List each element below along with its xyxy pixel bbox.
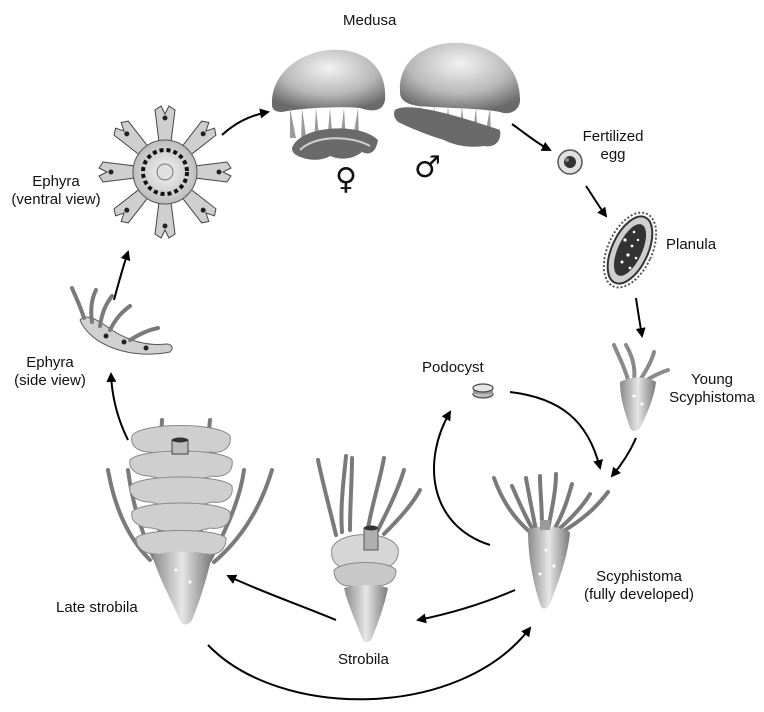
label-fertilized-egg-line2: egg [600, 146, 626, 163]
arrow-scyphistoma-to-strobila [416, 589, 516, 624]
ephyra-ventral-illustration [98, 105, 232, 239]
arrow-podocyst-to-scyphistoma [509, 391, 603, 470]
label-medusa: Medusa [343, 12, 397, 29]
label-ephyra-side-line1: Ephyra [26, 354, 74, 371]
label-podocyst: Podocyst [422, 359, 484, 376]
label-late-strobila: Late strobila [56, 599, 138, 616]
label-scyphistoma-line2: (fully developed) [583, 586, 695, 603]
strobila-illustration [316, 454, 422, 643]
podocyst-illustration [472, 383, 494, 399]
label-fertilized-egg: Fertilized egg [578, 128, 648, 164]
arrow-medusa-to-egg [511, 123, 552, 151]
arrow-ephyra-to-medusa [221, 108, 270, 136]
label-scyphistoma-line1: Scyphistoma [596, 568, 682, 585]
arrow-egg-to-planula [585, 185, 608, 218]
ephyra-side-illustration [70, 286, 173, 355]
arrow-strobila-to-late-strobila [226, 574, 337, 621]
arrow-young-to-scyphistoma [610, 437, 637, 478]
label-young-scyphistoma: Young Scyphistoma [660, 371, 764, 407]
arrow-ephyra-side-to-ventral [113, 250, 131, 301]
label-ephyra-ventral: Ephyra (ventral view) [0, 173, 112, 209]
label-scyphistoma: Scyphistoma (fully developed) [574, 568, 704, 604]
medusa-female-illustration [271, 49, 386, 160]
male-symbol: ♂ [414, 150, 441, 185]
young-scyphistoma-illustration [612, 343, 670, 431]
label-planula: Planula [666, 236, 717, 253]
label-ephyra-ventral-line1: Ephyra [32, 173, 80, 190]
arrow-late-strobila-to-ephyra-side [106, 372, 129, 441]
label-ephyra-side-line2: (side view) [14, 372, 86, 389]
arrow-scyphistoma-to-podocyst [433, 410, 491, 546]
arrow-planula-to-young [635, 297, 646, 338]
planula-illustration [602, 211, 658, 289]
label-fertilized-egg-line1: Fertilized [582, 128, 644, 145]
label-ephyra-ventral-line2: (ventral view) [11, 191, 101, 208]
medusa-male-illustration [394, 42, 520, 147]
label-young-scyphistoma-line1: Young [691, 371, 733, 388]
female-symbol: ♀ [335, 162, 357, 197]
label-young-scyphistoma-line2: Scyphistoma [669, 389, 755, 406]
label-ephyra-side: Ephyra (side view) [0, 354, 100, 390]
label-strobila: Strobila [338, 651, 389, 668]
arrow-late-strobila-to-scyphistoma [207, 626, 532, 701]
fertilized-egg-illustration [557, 149, 583, 175]
scyphistoma-illustration [492, 472, 610, 609]
late-strobila-illustration [106, 418, 274, 625]
cycle-arrows [106, 108, 646, 701]
